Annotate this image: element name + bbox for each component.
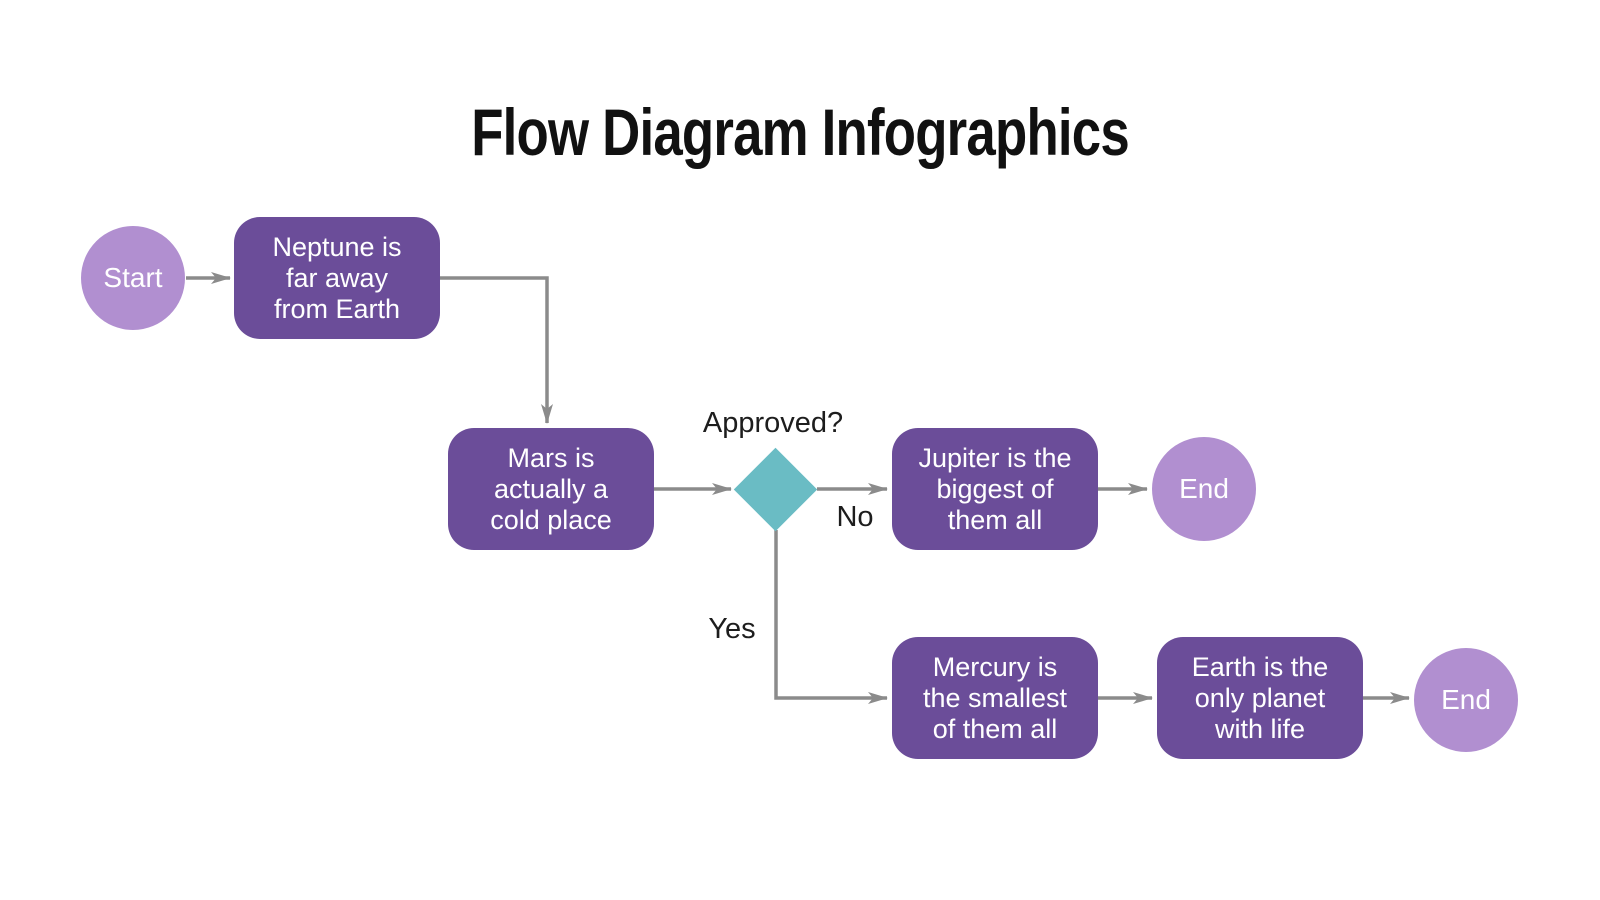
mars-process-box[interactable]: Mars is actually a cold place (448, 428, 654, 550)
branch-no-label: No (836, 501, 874, 533)
edge-decision-to-mercury (774, 530, 888, 704)
end-node-yes-branch[interactable]: End (1414, 648, 1518, 752)
mercury-process-box[interactable]: Mercury is the smallest of them all (892, 637, 1098, 759)
earth-process-text: Earth is the only planet with life (1191, 651, 1329, 744)
end-node-yes-label: End (1441, 684, 1491, 715)
page-title: Flow Diagram Infographics (0, 96, 1600, 169)
branch-yes-label: Yes (708, 613, 756, 645)
end-node-no-label: End (1179, 473, 1229, 504)
page-title-text: Flow Diagram Infographics (471, 95, 1129, 170)
end-node-no-branch[interactable]: End (1152, 437, 1256, 541)
mars-process-text: Mars is actually a cold place (490, 442, 612, 535)
decision-question-label: Approved? (702, 407, 844, 439)
start-node-label: Start (103, 262, 163, 293)
mercury-process-text: Mercury is the smallest of them all (922, 651, 1068, 744)
edge-neptune-to-mars (440, 276, 553, 424)
start-node[interactable]: Start (81, 226, 185, 330)
jupiter-process-box[interactable]: Jupiter is the biggest of them all (892, 428, 1098, 550)
earth-process-box[interactable]: Earth is the only planet with life (1157, 637, 1363, 759)
neptune-process-box[interactable]: Neptune is far away from Earth (234, 217, 440, 339)
neptune-process-text: Neptune is far away from Earth (272, 231, 402, 324)
jupiter-process-text: Jupiter is the biggest of them all (918, 442, 1072, 535)
